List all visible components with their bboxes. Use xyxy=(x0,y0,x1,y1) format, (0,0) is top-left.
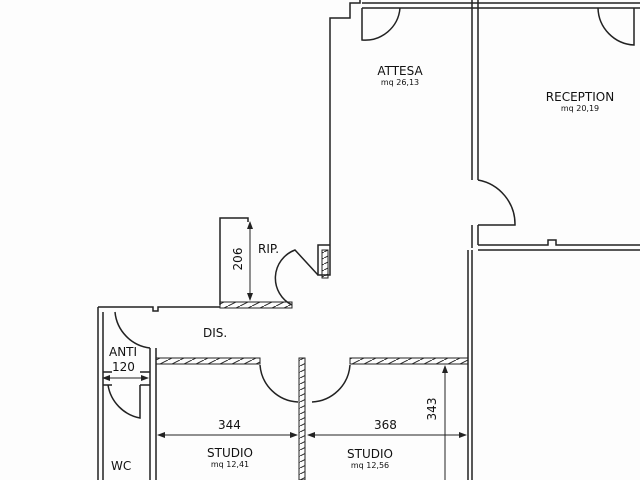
door-reception xyxy=(477,179,516,226)
door-anti xyxy=(114,311,151,349)
wall-right xyxy=(467,250,473,480)
room-dis: DIS. xyxy=(203,326,228,340)
door-studio2 xyxy=(311,364,351,403)
wall-attesa-reception xyxy=(471,0,479,248)
wall-anti xyxy=(103,348,157,480)
wall-reception-bottom xyxy=(478,239,640,251)
room-anti: ANTI xyxy=(109,345,138,359)
door-rip xyxy=(274,249,319,306)
room-studio-2: STUDIO mq 12,56 xyxy=(330,447,410,470)
door-top-right xyxy=(597,7,635,46)
dim-studio1-width: 344 xyxy=(218,418,241,432)
room-reception: RECEPTION mq 20,19 xyxy=(535,90,625,113)
dim-anti-width: 120 xyxy=(112,360,135,374)
room-studio-1: STUDIO mq 12,41 xyxy=(190,446,270,469)
door-studio1 xyxy=(259,364,299,403)
dim-studio2-width: 368 xyxy=(374,418,397,432)
room-name: RECEPTION xyxy=(545,90,615,104)
wall-dis-top xyxy=(98,306,220,312)
wall-studio2-top xyxy=(349,357,469,365)
room-attesa: ATTESA mq 26,13 xyxy=(360,64,440,87)
room-area: mq 12,41 xyxy=(210,460,250,469)
room-name: STUDIO xyxy=(207,446,253,460)
room-rip: RIP. xyxy=(258,242,280,256)
dim-studio-depth: 343 xyxy=(425,397,439,421)
wall-studio-divider xyxy=(298,357,306,480)
wall-left xyxy=(97,307,104,480)
dim-rip-height: 206 xyxy=(231,247,245,271)
door-top-left xyxy=(361,7,401,41)
wall-studio1-top xyxy=(155,357,261,365)
room-area: mq 12,56 xyxy=(350,461,390,470)
wall-attesa-left xyxy=(329,0,361,245)
room-area: mq 26,13 xyxy=(380,78,420,87)
room-name: ATTESA xyxy=(377,64,423,78)
wall-column-hatch xyxy=(321,249,329,279)
room-wc: WC xyxy=(111,459,132,473)
door-wc xyxy=(107,384,141,419)
wall-rip xyxy=(219,217,249,305)
wall-top xyxy=(362,2,640,9)
room-area: mq 20,19 xyxy=(560,104,600,113)
wall-rip-bottom xyxy=(219,301,293,309)
room-name: STUDIO xyxy=(347,447,393,461)
